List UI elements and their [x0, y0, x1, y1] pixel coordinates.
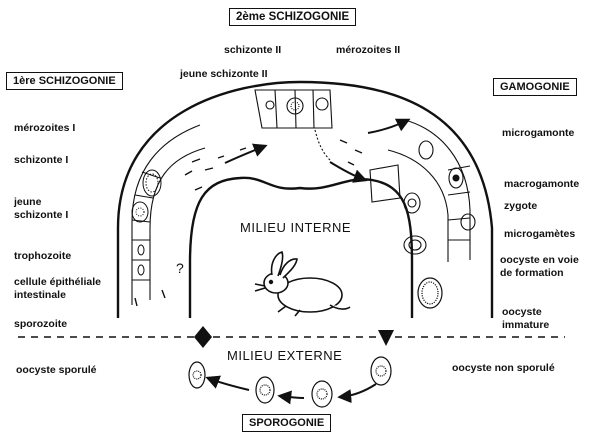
label-merozoites-2: mérozoites II — [336, 44, 400, 57]
question-mark: ? — [176, 262, 184, 275]
label-microgametes: microgamètes — [504, 228, 575, 241]
label-milieu-externe: MILIEU EXTERNE — [227, 348, 342, 363]
label-trophozoite: trophozoite — [14, 250, 71, 263]
sporogony-arrows — [208, 378, 376, 398]
heading-2eme-schizogonie: 2ème SCHIZOGONIE — [229, 8, 356, 26]
label-merozoites-1: mérozoites I — [14, 122, 75, 135]
cell-icon — [132, 170, 161, 275]
epithelial-cells-right — [370, 120, 475, 262]
label-sporozoite: sporozoite — [14, 318, 67, 331]
heading-1ere-schizogonie: 1ère SCHIZOGONIE — [6, 72, 123, 90]
label-macrogamonte: macrogamonte — [504, 178, 579, 191]
label-oocyste-sporule: oocyste sporulé — [16, 364, 97, 377]
label-schizonte-1: schizonte I — [14, 154, 68, 167]
entry-marker — [194, 326, 212, 348]
exit-marker — [378, 330, 394, 346]
label-oocyste-immature: oocyste immature — [502, 306, 549, 332]
heading-sporogonie: SPOROGONIE — [242, 414, 331, 432]
epithelial-cells-top — [255, 90, 332, 160]
label-zygote: zygote — [504, 200, 537, 213]
label-oocyste-en-voie-de-formation: oocyste en voie de formation — [500, 254, 579, 280]
label-milieu-interne: MILIEU INTERNE — [240, 220, 351, 235]
rabbit-icon — [255, 252, 350, 316]
arrow-icon — [225, 120, 408, 180]
label-jeune-schizonte-2: jeune schizonte II — [180, 68, 268, 81]
label-microgamonte: microgamonte — [502, 127, 574, 140]
label-oocyste-non-sporule: oocyste non sporulé — [452, 362, 555, 375]
label-cellule-epitheliale: cellule épithéliale intestinale — [14, 276, 101, 302]
heading-gamogonie: GAMOGONIE — [493, 78, 577, 96]
label-schizonte-2: schizonte II — [224, 44, 281, 57]
label-jeune-schizonte-1: jeune schizonte I — [14, 196, 68, 222]
